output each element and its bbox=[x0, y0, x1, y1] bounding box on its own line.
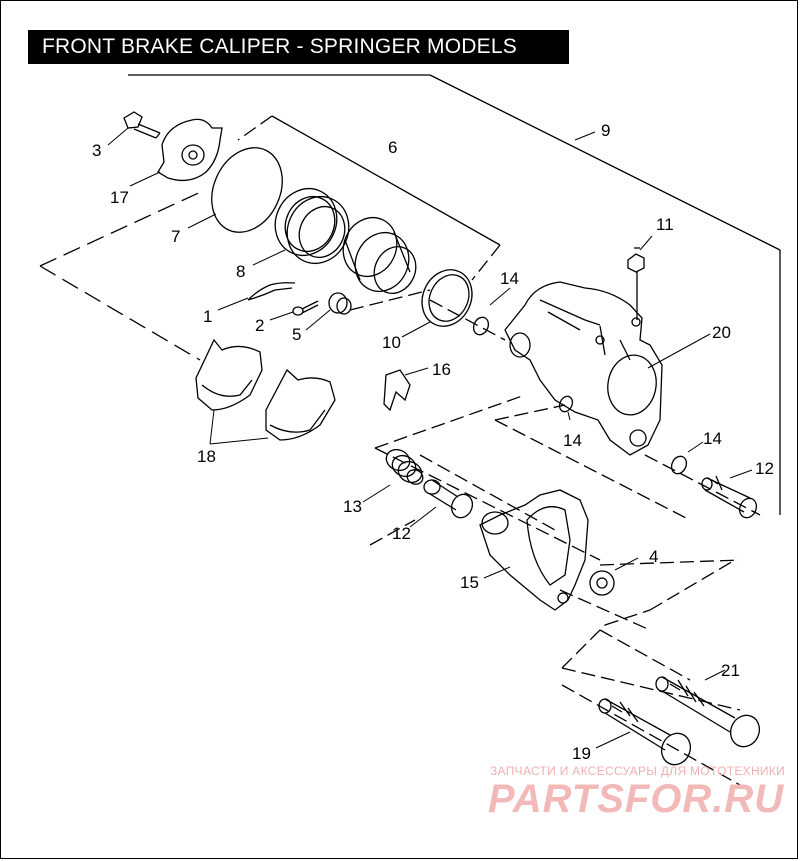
callout-14a: 14 bbox=[500, 269, 519, 288]
callout-21: 21 bbox=[721, 661, 740, 680]
cotter-part-2 bbox=[292, 300, 319, 316]
retaining-ring-part-7 bbox=[211, 147, 283, 233]
watermark-logo: PARTSFOR.RU bbox=[488, 777, 785, 821]
oring-part-14c bbox=[670, 455, 688, 475]
callout-6: 6 bbox=[388, 138, 397, 157]
plate-part-17 bbox=[157, 118, 223, 182]
callout-17: 17 bbox=[110, 188, 129, 207]
bushing-part-13 bbox=[385, 448, 424, 485]
piston bbox=[342, 217, 417, 294]
seal-part-8 bbox=[274, 188, 350, 264]
callout-13: 13 bbox=[343, 497, 362, 516]
brake-pad-part-18b bbox=[265, 368, 336, 441]
callout-11: 11 bbox=[656, 215, 674, 234]
clip-part-16 bbox=[383, 369, 411, 412]
washer-part-4 bbox=[589, 570, 615, 596]
callout-9: 9 bbox=[601, 121, 610, 140]
callout-1: 1 bbox=[203, 307, 212, 326]
callout-14c: 14 bbox=[703, 429, 722, 448]
bleeder-part-11 bbox=[627, 247, 645, 320]
callout-4: 4 bbox=[649, 547, 658, 566]
callout-8: 8 bbox=[236, 262, 245, 281]
pin-part-12-left bbox=[423, 479, 474, 519]
leader-lines bbox=[107, 127, 753, 749]
bracket-6 bbox=[39, 115, 501, 361]
callout-labels: 3 17 7 8 1 2 5 6 9 10 11 14 20 16 18 14 … bbox=[92, 121, 774, 763]
callout-7: 7 bbox=[171, 227, 180, 246]
callout-2: 2 bbox=[255, 316, 264, 335]
oring-part-14b bbox=[558, 395, 574, 413]
callout-18: 18 bbox=[197, 447, 216, 466]
callout-3: 3 bbox=[92, 141, 101, 160]
callout-16: 16 bbox=[432, 360, 451, 379]
bracket-9 bbox=[128, 74, 781, 515]
watermark-caption: ЗАПЧАСТИ И АКСЕССУАРЫ ДЛЯ МОТОТЕХНИКИ bbox=[490, 764, 786, 778]
oring-part-14a bbox=[472, 316, 490, 336]
callout-15: 15 bbox=[460, 573, 479, 592]
pin-part-12-right bbox=[701, 475, 758, 519]
bushing-part-5 bbox=[328, 292, 352, 315]
callout-5: 5 bbox=[292, 325, 301, 344]
callout-19: 19 bbox=[572, 744, 591, 763]
diagram-title: FRONT BRAKE CALIPER - SPRINGER MODELS bbox=[28, 30, 569, 64]
pin-part-1 bbox=[247, 282, 296, 301]
callout-12a: 12 bbox=[392, 524, 411, 543]
axis-lines bbox=[369, 299, 761, 786]
bolt-part-3 bbox=[123, 111, 161, 139]
ring-part-10 bbox=[421, 269, 473, 327]
callout-14b: 14 bbox=[563, 431, 582, 450]
caliper-body-part-20 bbox=[504, 281, 663, 456]
bolt-part-21 bbox=[655, 676, 761, 748]
callout-20: 20 bbox=[712, 323, 731, 342]
brake-pad-part-18a bbox=[195, 338, 263, 411]
bolt-part-19 bbox=[598, 698, 692, 766]
callout-12b: 12 bbox=[755, 459, 774, 478]
bracket-part-15 bbox=[479, 489, 589, 611]
callout-10: 10 bbox=[382, 333, 401, 352]
